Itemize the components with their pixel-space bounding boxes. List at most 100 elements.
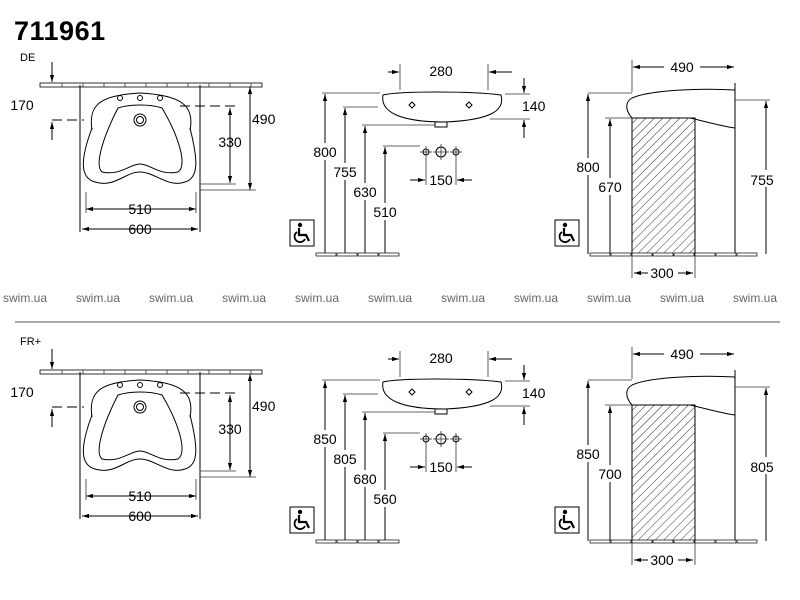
watermark-text: swim.ua	[3, 291, 47, 305]
section-de: DE17033049051060028014080075563051015049…	[10, 52, 778, 281]
floor-tile	[715, 252, 737, 257]
pedestal-hatched	[631, 117, 696, 256]
label-bg	[357, 470, 373, 487]
floor-tile	[378, 539, 400, 544]
wheelchair-icon	[289, 506, 315, 534]
dim-side-projection: 490	[670, 59, 694, 75]
dim-plan-depth: 490	[252, 111, 276, 127]
wheelchair-head	[297, 222, 303, 228]
wheelchair-head	[562, 509, 568, 515]
dim-front-tap-spacing: 280	[429, 63, 453, 79]
floor-tile	[589, 539, 611, 544]
wall-top	[39, 369, 263, 375]
basin-rim	[90, 379, 192, 418]
label-bg	[357, 183, 373, 200]
watermark-text: swim.ua	[587, 291, 631, 305]
tap-hole-marker	[408, 388, 416, 396]
dim-side-projection: 490	[670, 346, 694, 362]
wheelchair-wheel	[558, 518, 571, 530]
dim-plan-inner-depth: 330	[218, 421, 242, 437]
label-bg	[648, 552, 678, 568]
watermark-text: swim.ua	[76, 291, 120, 305]
watermark-text: swim.ua	[368, 291, 412, 305]
dim-front-h4: 510	[373, 204, 397, 220]
drain-inner	[136, 403, 144, 411]
floor-tile	[357, 539, 379, 544]
wheelchair-body	[562, 515, 575, 529]
drain-inner	[136, 116, 144, 124]
label-bg	[377, 203, 393, 220]
product-number: 711961	[14, 16, 106, 46]
label-bg	[574, 445, 602, 462]
floor-tile	[315, 539, 337, 544]
tap-hole-icon	[117, 95, 123, 101]
dim-side-pedestal-depth: 300	[650, 265, 674, 281]
floor-tile	[589, 252, 611, 257]
dim-side-h2: 670	[598, 179, 622, 195]
basin-side	[626, 88, 736, 129]
dim-plan-width: 600	[128, 508, 152, 524]
label-bg	[337, 163, 353, 180]
section-label: DE	[20, 52, 35, 64]
section-label: FR+	[20, 336, 41, 348]
watermark-text: swim.ua	[733, 291, 777, 305]
wheelchair-wheel	[558, 231, 571, 243]
tap-hole-marker	[408, 101, 416, 109]
label-bg	[317, 430, 333, 447]
dim-front-h3: 630	[353, 184, 377, 200]
floor-tile	[736, 539, 758, 544]
floor-tile	[336, 252, 358, 257]
watermark-text: swim.ua	[441, 291, 485, 305]
wheelchair-head	[297, 509, 303, 515]
floor-tile	[694, 539, 716, 544]
dim-front-tap-spacing: 280	[429, 350, 453, 366]
floor-tile	[315, 252, 337, 257]
floor-tile	[652, 539, 674, 544]
basin-front	[382, 378, 503, 410]
label-bg	[317, 143, 333, 160]
dim-front-rim_height: 850	[313, 431, 337, 447]
dim-plan-inner-width: 510	[128, 201, 152, 217]
floor-tile	[336, 539, 358, 544]
watermark-text: swim.ua	[660, 291, 704, 305]
basin-outer	[82, 127, 197, 184]
floor-tile	[357, 252, 379, 257]
label-bg	[750, 457, 778, 474]
label-bg	[596, 465, 624, 482]
wheelchair-body	[562, 228, 575, 242]
floor-tile	[694, 252, 716, 257]
floor-tile	[631, 539, 653, 544]
floor-tile	[631, 252, 653, 257]
dim-front-h3: 680	[353, 471, 377, 487]
floor-tile	[673, 252, 695, 257]
basin-outer	[82, 414, 197, 471]
dim-front-rim_height: 800	[313, 144, 337, 160]
label-bg	[337, 450, 353, 467]
dim-front-drain-spacing: 150	[429, 172, 453, 188]
dim-plan-inner-depth: 330	[218, 134, 242, 150]
wall-top	[39, 82, 263, 88]
tap-hole-icon	[157, 95, 163, 101]
watermark-text: swim.ua	[295, 291, 339, 305]
floor-tile	[378, 252, 400, 257]
wheelchair-head	[562, 222, 568, 228]
wheelchair-icon	[554, 219, 580, 247]
dim-plan-depth: 490	[252, 398, 276, 414]
dim-front-h4: 560	[373, 491, 397, 507]
wheelchair-body	[297, 228, 310, 242]
drain-icon	[133, 113, 147, 127]
wheelchair-wheel	[293, 231, 306, 243]
tap-hole-marker	[465, 388, 473, 396]
floor-tile	[715, 539, 737, 544]
dim-plan-tap-depth: 170	[10, 97, 34, 113]
dim-plan-tap-depth: 170	[10, 384, 34, 400]
basin-side	[626, 375, 736, 416]
watermark-row: swim.ua swim.ua swim.ua swim.ua swim.ua swim.…	[3, 291, 777, 305]
tap-hole-icon	[137, 382, 143, 388]
basin-rim	[90, 92, 192, 131]
tap-hole-icon	[157, 382, 163, 388]
label-bg	[574, 158, 602, 175]
watermark-text: swim.ua	[149, 291, 193, 305]
label-bg	[750, 170, 778, 187]
